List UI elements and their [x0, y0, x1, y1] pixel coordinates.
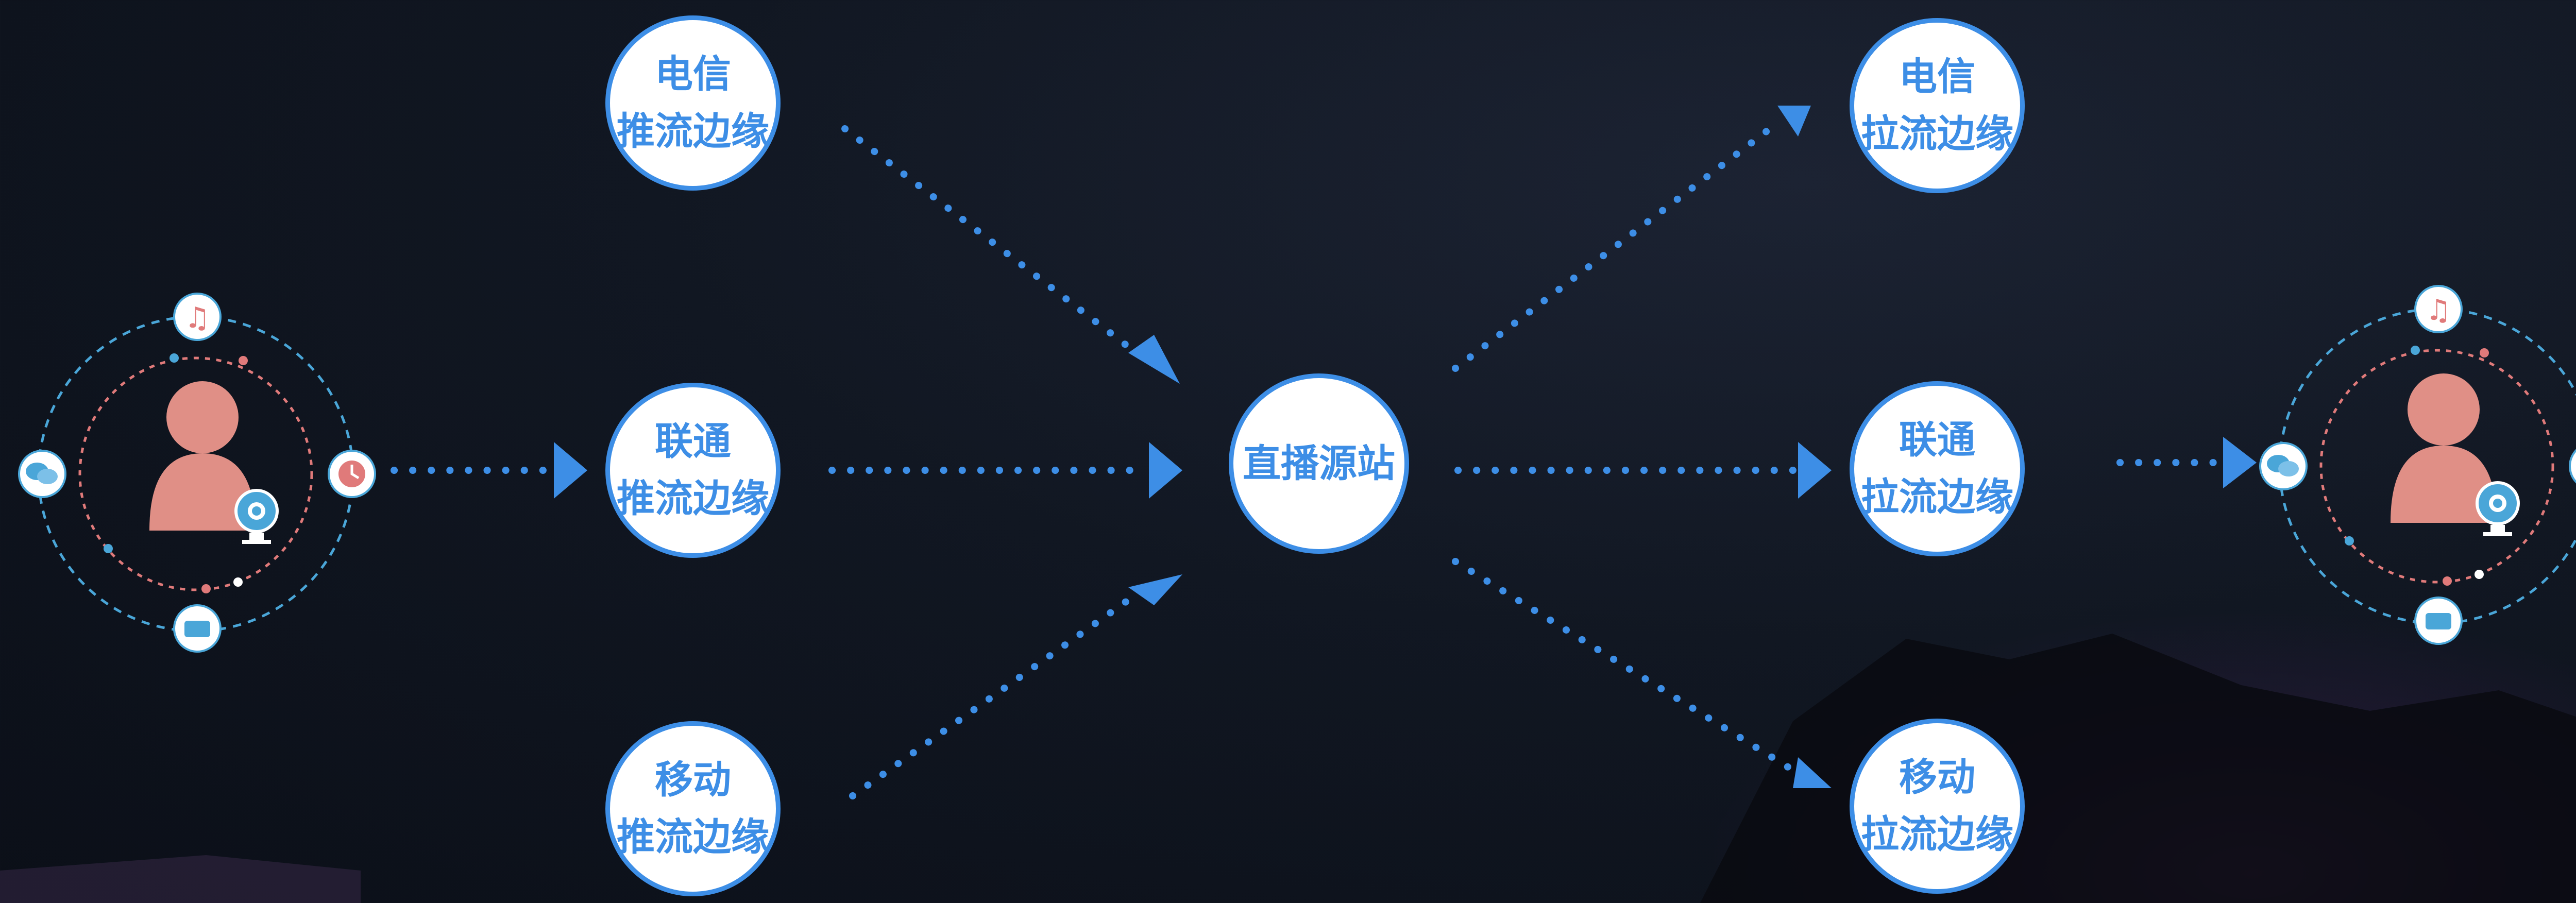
person-icon [149, 381, 256, 531]
node-role-label: 推流边缘 [617, 476, 769, 521]
svg-text:♫: ♫ [184, 301, 210, 335]
music-icon: ♫ [2414, 285, 2463, 333]
arrow-push-telecom-to-origin [841, 125, 1150, 364]
message-icon [2414, 597, 2463, 645]
clock-icon [328, 450, 376, 498]
node-role-label: 直播源站 [1243, 441, 1395, 486]
arrowhead [1128, 335, 1180, 384]
arrow-origin-to-pull-telecom [1452, 117, 1784, 372]
push-edge-unicom: 联通 推流边缘 [605, 383, 781, 558]
music-icon: ♫ [173, 293, 222, 341]
chat-icon [18, 450, 66, 498]
node-isp-label: 电信 [655, 52, 731, 96]
streamer-avatar: ♫ [18, 293, 376, 653]
node-isp-label: 电信 [1899, 55, 1975, 99]
viewer-avatar: ♫ [2259, 285, 2576, 645]
node-isp-label: 联通 [1899, 418, 1975, 462]
arrowhead [1777, 106, 1811, 137]
arrow-push-mobile-to-origin [849, 584, 1150, 799]
node-isp-label: 联通 [655, 419, 731, 464]
node-role-label: 拉流边缘 [1861, 812, 2013, 857]
message-icon [173, 604, 222, 653]
node-role-label: 推流边缘 [617, 815, 769, 859]
webcam-icon [2476, 481, 2520, 536]
pull-edge-mobile: 移动 拉流边缘 [1850, 719, 2025, 894]
arrowhead [554, 442, 587, 499]
arrow-origin-to-pull-mobile [1452, 558, 1797, 774]
person-icon [2391, 373, 2497, 523]
pull-edge-telecom: 电信 拉流边缘 [1850, 18, 2025, 193]
push-edge-mobile: 移动 推流边缘 [605, 721, 781, 896]
arrowhead [1128, 574, 1182, 605]
chat-icon [2259, 442, 2308, 490]
node-role-label: 拉流边缘 [1861, 475, 2013, 519]
push-edge-telecom: 电信 推流边缘 [605, 15, 781, 191]
webcam-icon [234, 489, 279, 544]
arrowhead [1798, 442, 1832, 499]
pull-edge-unicom: 联通 拉流边缘 [1850, 381, 2025, 556]
arrowhead [1149, 442, 1182, 499]
node-role-label: 推流边缘 [617, 109, 769, 154]
node-isp-label: 移动 [1899, 755, 1975, 799]
arrowhead [2223, 437, 2257, 488]
arrowhead [1793, 757, 1832, 788]
origin-station: 直播源站 [1229, 373, 1409, 554]
node-isp-label: 移动 [655, 758, 731, 802]
svg-text:♫: ♫ [2426, 294, 2451, 327]
clock-icon [2569, 449, 2576, 484]
node-role-label: 拉流边缘 [1861, 112, 2013, 156]
